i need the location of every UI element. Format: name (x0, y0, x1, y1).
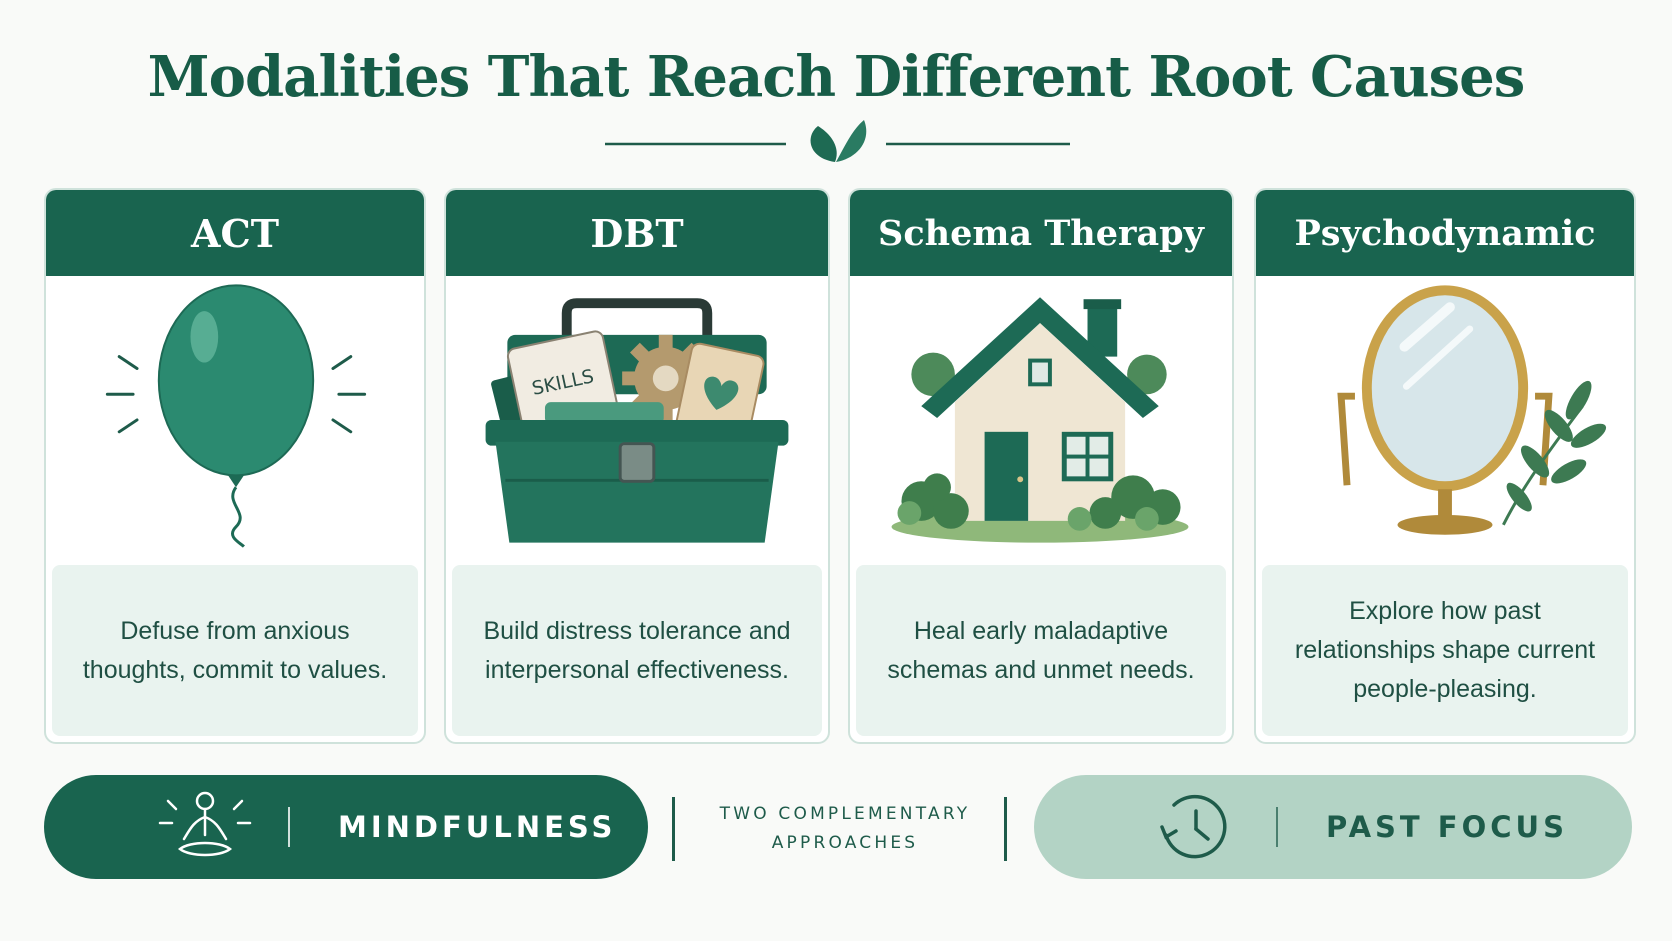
leaf-icon (810, 120, 867, 162)
toolbox-icon: SKILLS (446, 276, 828, 554)
center-separator-left (672, 797, 675, 861)
mindfulness-label: MINDFULNESS (338, 810, 617, 844)
house-icon (850, 276, 1232, 554)
past-focus-pill: PAST FOCUS (1034, 775, 1632, 879)
page-title: Modalities That Reach Different Root Cau… (147, 44, 1526, 110)
card-schema-therapy: Schema Therapy (848, 188, 1234, 744)
card-dbt: DBT SKILLS (444, 188, 830, 744)
card-act: ACT Defuse from anxious thoughts, commit… (44, 188, 426, 744)
meditation-icon (150, 787, 260, 867)
card-psychodynamic: Psychodynamic Explore how past relations… (1254, 188, 1636, 744)
mindfulness-pill: MINDFULNESS (44, 775, 648, 879)
pill-separator (288, 807, 290, 847)
title-divider (0, 118, 1672, 168)
balloon-icon (46, 276, 424, 554)
clock-history-icon (1138, 787, 1248, 867)
card-description-box: Heal early maladaptive schemas and unmet… (856, 565, 1226, 736)
card-description: Explore how past relationships shape cur… (1294, 597, 1596, 703)
card-description: Build distress tolerance and interperson… (483, 616, 791, 684)
card-description-box: Defuse from anxious thoughts, commit to … (52, 565, 418, 736)
card-heading: DBT (446, 190, 828, 276)
pill-separator (1276, 807, 1278, 847)
card-heading: Psychodynamic (1256, 190, 1634, 276)
past-focus-label: PAST FOCUS (1326, 810, 1568, 844)
center-label: TWO COMPLEMENTARY APPROACHES (719, 804, 971, 853)
card-description: Heal early maladaptive schemas and unmet… (887, 616, 1195, 684)
card-heading: ACT (46, 190, 424, 276)
card-description-box: Explore how past relationships shape cur… (1262, 565, 1628, 736)
mirror-icon (1256, 276, 1634, 554)
center-separator-right (1004, 797, 1007, 861)
card-description-box: Build distress tolerance and interperson… (452, 565, 822, 736)
card-description: Defuse from anxious thoughts, commit to … (82, 616, 388, 684)
card-heading: Schema Therapy (850, 190, 1232, 276)
